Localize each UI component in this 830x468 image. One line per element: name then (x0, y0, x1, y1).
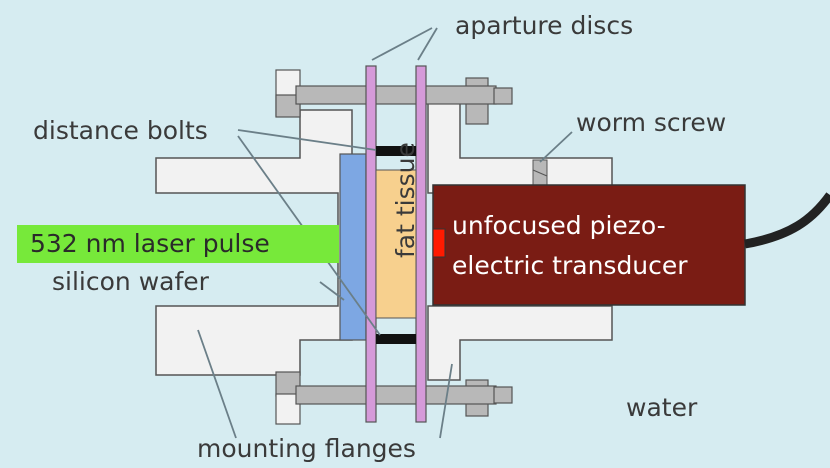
top-bolt-nut-left-lower (275, 94, 301, 118)
laser-pulse-label: 532 nm laser pulse (30, 229, 270, 258)
transducer-label-line1: unfocused piezo- (452, 211, 666, 240)
transducer-element (432, 228, 446, 258)
distance-bolts-label: distance bolts (33, 116, 208, 145)
bottom-bolt-shaft (295, 385, 497, 405)
transducer-cable (744, 192, 830, 249)
transducer-label-line2: electric transducer (452, 251, 688, 280)
fat-tissue (375, 169, 417, 319)
distance-bolt-top (376, 146, 416, 156)
water-label: water (626, 393, 698, 422)
aparture-discs-label: aparture discs (455, 11, 634, 40)
worm-screw-label: worm screw (576, 108, 727, 137)
aperture-disc-left (365, 65, 377, 423)
mounting-flanges-label: mounting flanges (197, 434, 416, 463)
silicon-wafer (339, 153, 367, 341)
worm-screw (532, 159, 548, 189)
bottom-bolt-tip (493, 386, 513, 404)
top-bolt-shaft (295, 85, 497, 105)
fat-tissue-label: fat tissue (391, 142, 420, 258)
distance-bolt-bottom (376, 334, 416, 344)
transducer-body (432, 184, 746, 306)
top-bolt-tip (493, 87, 513, 105)
worm-screw-thread (532, 169, 548, 177)
laser-beam (17, 225, 339, 263)
silicon-wafer-label: silicon wafer (52, 267, 209, 296)
